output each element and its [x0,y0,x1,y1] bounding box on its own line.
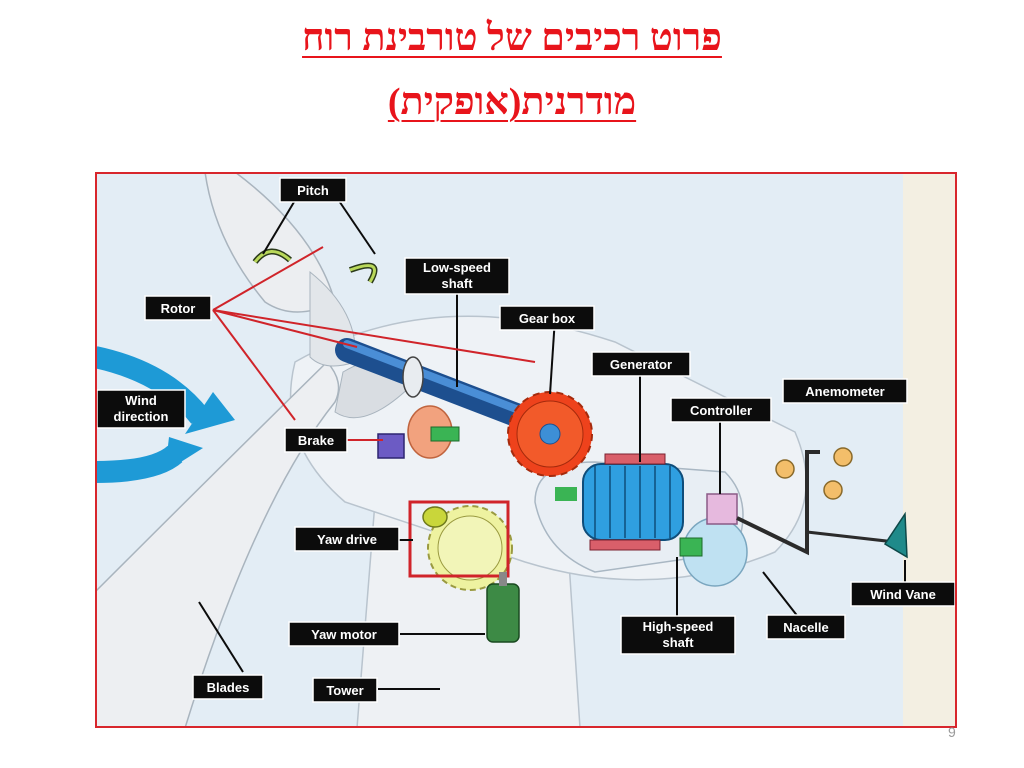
controller-box [706,493,738,525]
svg-text:Wind: Wind [125,393,157,408]
anemometer-cup-1 [775,459,795,479]
label-high-speed-shaft: High-speed shaft [620,615,736,655]
wind-turbine-diagram: Pitch Low-speed shaft Rotor Gear box Gen… [95,172,957,728]
slide-title-line-1: פרוט רכיבים של טורבינת רוח [302,17,722,59]
pitch-arrow-right [349,264,376,283]
svg-text:Brake: Brake [298,433,334,448]
label-controller: Controller [670,397,772,423]
shaft-bearing [402,356,424,398]
svg-text:Wind Vane: Wind Vane [870,587,936,602]
diagram-frame [95,172,957,728]
label-pitch: Pitch [279,177,347,203]
svg-text:Nacelle: Nacelle [783,620,829,635]
svg-text:shaft: shaft [662,635,694,650]
brake-shaft [430,426,460,442]
generator [582,453,684,551]
label-wind-direction: Wind direction [96,389,186,429]
yaw-motor-body [486,583,520,643]
label-yaw-drive: Yaw drive [294,526,400,552]
gear-box [507,391,593,477]
svg-text:High-speed: High-speed [643,619,714,634]
label-gear-box: Gear box [499,305,595,331]
svg-text:direction: direction [114,409,169,424]
svg-text:shaft: shaft [441,276,473,291]
svg-text:Anemometer: Anemometer [805,384,884,399]
label-blades: Blades [192,674,264,700]
brake-caliper [377,433,405,459]
svg-text:Rotor: Rotor [161,301,196,316]
svg-text:Low-speed: Low-speed [423,260,491,275]
label-anemometer: Anemometer [782,378,908,404]
callout-lines-black [198,191,906,690]
label-generator: Generator [591,351,691,377]
svg-text:Yaw motor: Yaw motor [311,627,377,642]
pitch-arrow-left [253,250,292,263]
svg-text:Generator: Generator [610,357,672,372]
svg-text:Blades: Blades [207,680,250,695]
blade-lower [95,360,340,728]
high-speed-shaft-gear [555,487,577,501]
page-number: 9 [948,724,956,740]
anemometer-cup-3 [823,480,843,500]
label-low-speed-shaft: Low-speed shaft [404,257,510,295]
label-wind-vane: Wind Vane [850,581,956,607]
high-speed-shaft-output [679,537,703,557]
label-rotor: Rotor [144,295,212,321]
wind-vane-fin [883,511,908,559]
svg-text:Controller: Controller [690,403,752,418]
label-tower: Tower [312,677,378,703]
anemometer-cup-2 [833,447,853,467]
label-brake: Brake [284,427,348,453]
label-yaw-motor: Yaw motor [288,621,400,647]
yaw-drive [408,500,513,591]
svg-text:Yaw drive: Yaw drive [317,532,377,547]
label-nacelle: Nacelle [766,614,846,640]
yaw-motor-shaft [499,572,507,586]
svg-text:Tower: Tower [326,683,363,698]
wind-arrow-upper [95,346,209,424]
sensor-mast [736,450,820,556]
svg-text:Gear box: Gear box [519,311,576,326]
callout-lines-red [212,246,536,441]
side-strip [903,174,955,726]
slide-title-line-2: מודרנית(אופקית) [387,81,637,123]
svg-text:Pitch: Pitch [297,183,329,198]
